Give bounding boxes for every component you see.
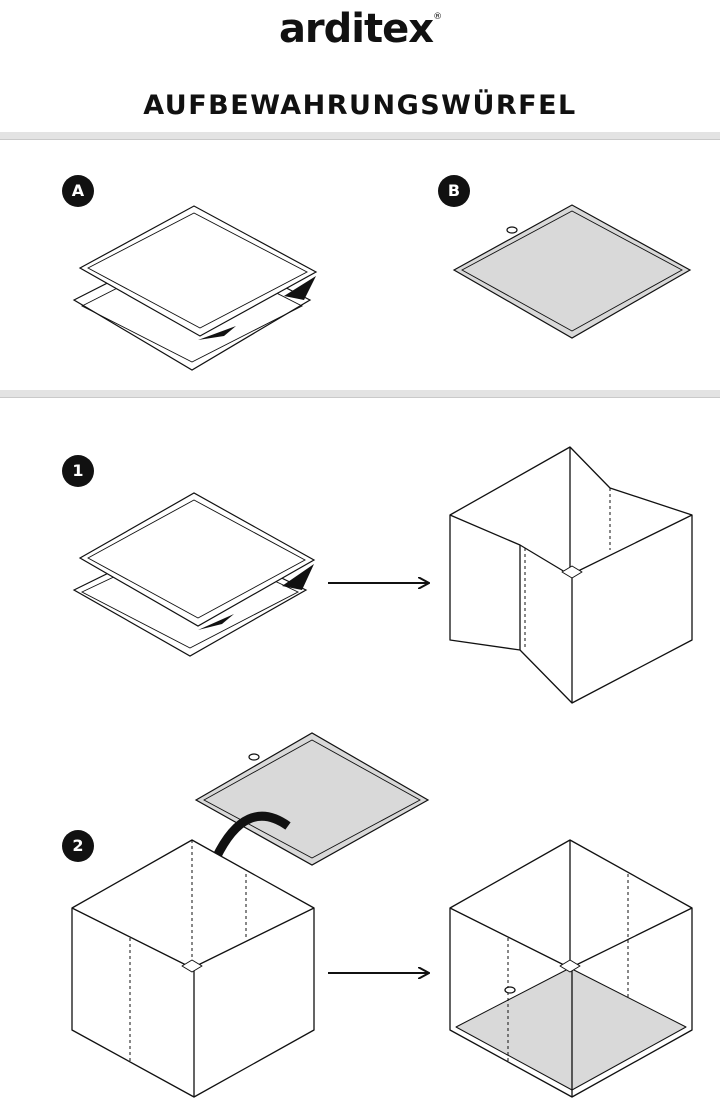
section-a-badge: A — [62, 175, 94, 207]
step-2-badge: 2 — [62, 830, 94, 862]
section-b-badge: B — [438, 175, 470, 207]
top-separator — [0, 132, 720, 140]
registered-mark: ® — [433, 12, 442, 22]
step-2-open-cube — [71, 839, 315, 1098]
page-title: AUFBEWAHRUNGSWÜRFEL — [143, 90, 577, 121]
section-a-stacked-panels — [72, 205, 318, 371]
step-2-bottom-panel — [194, 732, 430, 866]
step-1-stacked-panels — [72, 492, 316, 657]
step-2-finished-cube — [449, 839, 693, 1098]
step-1-folded-cube — [449, 446, 693, 704]
brand-name: arditex — [278, 6, 434, 52]
brand-logo: arditex® — [0, 6, 720, 52]
section-b-bottom-panel — [452, 204, 692, 339]
step-1-badge: 1 — [62, 455, 94, 487]
middle-separator — [0, 390, 720, 398]
